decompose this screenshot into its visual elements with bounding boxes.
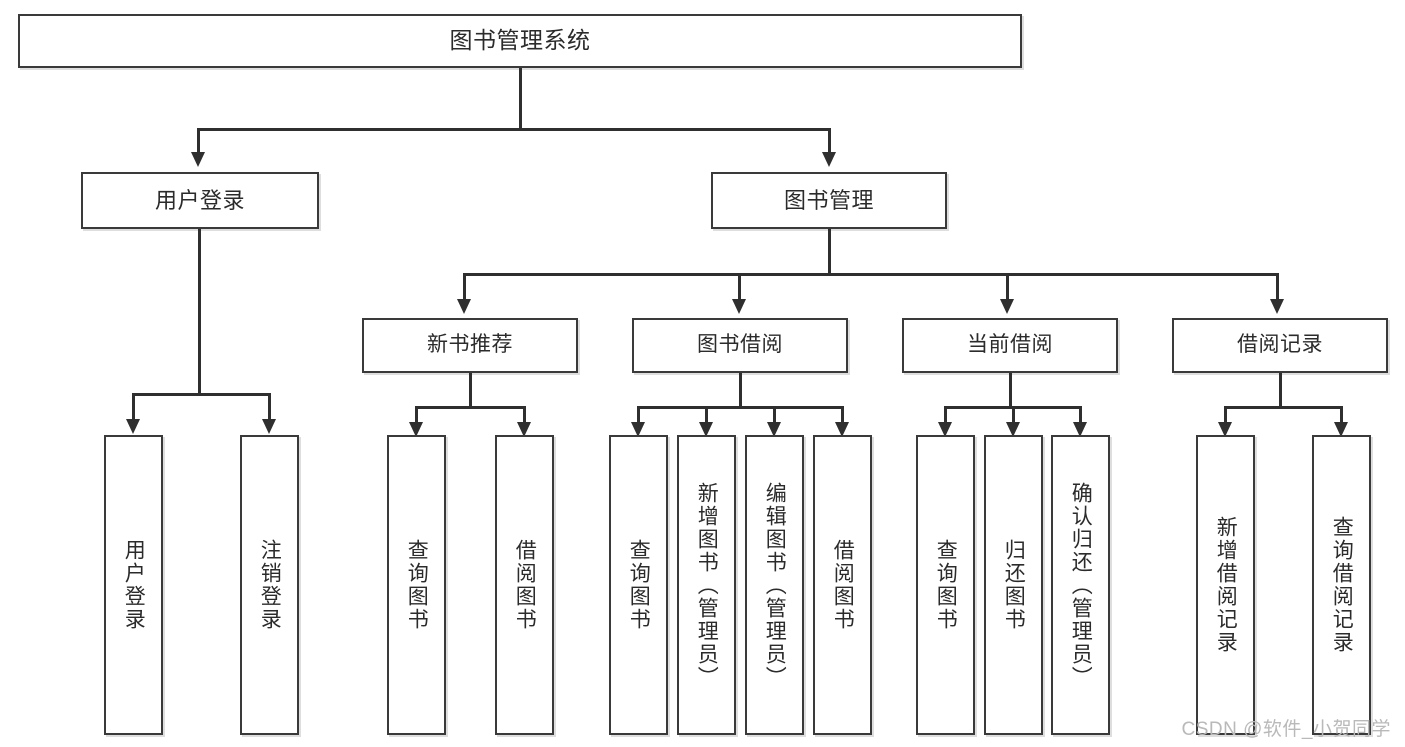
node-label: 借阅图书 [831,539,855,631]
arrow-to-leaf-add-record [1218,422,1232,437]
arrow-to-leaf-return-book [1006,422,1020,437]
node-current-borrow[interactable]: 当前借阅 [902,318,1118,373]
connector-to-borrow-record [1276,273,1279,301]
connector-book-borrow-drop-4 [841,406,844,424]
connector-new-book-drop-2 [523,406,526,424]
connector-user-login-bus [132,393,268,396]
node-label: 新书推荐 [427,333,513,357]
connector-current-borrow-drop-1 [944,406,947,424]
node-book-borrow[interactable]: 图书借阅 [632,318,848,373]
node-label: 图书管理 [783,187,874,213]
connector-root-stem [519,68,522,130]
connector-book-borrow-bus [637,406,842,409]
node-leaf-edit-book[interactable]: 编辑图书（管理员） [745,435,804,735]
node-label: 图书管理系统 [449,27,591,54]
node-label: 查询图书 [405,539,429,631]
arrow-to-leaf-query-book-2 [631,422,645,437]
node-label: 新增借阅记录 [1214,516,1238,654]
connector-new-book-stem [469,373,472,408]
node-leaf-query-book-1[interactable]: 查询图书 [387,435,446,735]
node-leaf-add-book[interactable]: 新增图书（管理员） [677,435,736,735]
connector-current-borrow-stem [1009,373,1012,408]
node-label: 图书借阅 [697,333,783,357]
node-label: 用户登录 [154,187,245,213]
connector-to-new-book-recommend [463,273,466,301]
connector-borrow-record-stem [1279,373,1282,408]
node-leaf-query-record[interactable]: 查询借阅记录 [1312,435,1371,735]
connector-root-to-book-management [828,128,831,154]
node-leaf-user-login[interactable]: 用户登录 [104,435,163,735]
node-leaf-query-book-2[interactable]: 查询图书 [609,435,668,735]
arrow-to-new-book-recommend [457,299,471,314]
node-leaf-borrow-book-2[interactable]: 借阅图书 [813,435,872,735]
arrow-to-leaf-query-book-1 [409,422,423,437]
arrow-to-borrow-record [1270,299,1284,314]
node-label: 确认归还（管理员） [1069,481,1093,689]
connector-user-login-stem [198,229,201,395]
node-borrow-record[interactable]: 借阅记录 [1172,318,1388,373]
arrow-to-leaf-borrow-book-1 [517,422,531,437]
node-label: 当前借阅 [967,333,1053,357]
connector-current-borrow-drop-3 [1079,406,1082,424]
node-label: 编辑图书（管理员） [763,481,787,689]
connector-to-current-borrow [1006,273,1009,301]
node-book-management[interactable]: 图书管理 [711,172,947,229]
node-user-login[interactable]: 用户登录 [81,172,319,229]
arrow-root-to-book-management [822,152,836,167]
connector-book-borrow-drop-2 [705,406,708,424]
arrow-root-to-user-login [191,152,205,167]
connector-book-borrow-stem [739,373,742,408]
node-label: 借阅图书 [513,539,537,631]
node-label: 新增图书（管理员） [695,481,719,689]
connector-user-login-drop-1 [132,393,135,421]
connector-current-borrow-drop-2 [1012,406,1015,424]
node-label: 用户登录 [122,539,146,631]
node-label: 归还图书 [1002,539,1026,631]
connector-root-to-user-login [197,128,200,154]
connector-root-bus [197,128,831,131]
node-new-book-recommend[interactable]: 新书推荐 [362,318,578,373]
arrow-to-current-borrow [1000,299,1014,314]
node-label: 借阅记录 [1237,333,1323,357]
connector-to-book-borrow [738,273,741,301]
connector-borrow-record-drop-2 [1340,406,1343,424]
node-leaf-confirm-return[interactable]: 确认归还（管理员） [1051,435,1110,735]
node-leaf-return-book[interactable]: 归还图书 [984,435,1043,735]
arrow-to-leaf-user-logout [262,419,276,434]
connector-new-book-drop-1 [415,406,418,424]
arrow-to-leaf-borrow-book-2 [835,422,849,437]
connector-book-borrow-drop-3 [773,406,776,424]
connector-user-login-drop-2 [268,393,271,421]
connector-book-management-stem [828,229,831,275]
connector-book-borrow-drop-1 [637,406,640,424]
arrow-to-leaf-confirm-return [1073,422,1087,437]
connector-level2-bus [463,273,1278,276]
connector-borrow-record-drop-1 [1224,406,1227,424]
arrow-to-leaf-add-book [699,422,713,437]
node-root-system[interactable]: 图书管理系统 [18,14,1022,68]
arrow-to-leaf-user-login [126,419,140,434]
arrow-to-leaf-query-record [1334,422,1348,437]
node-label: 查询图书 [934,539,958,631]
node-label: 查询借阅记录 [1330,516,1354,654]
connector-borrow-record-bus [1224,406,1342,409]
arrow-to-leaf-query-book-3 [938,422,952,437]
arrow-to-book-borrow [732,299,746,314]
arrow-to-leaf-edit-book [767,422,781,437]
node-leaf-user-logout[interactable]: 注销登录 [240,435,299,735]
node-leaf-add-record[interactable]: 新增借阅记录 [1196,435,1255,735]
node-label: 查询图书 [627,539,651,631]
connector-new-book-bus [415,406,525,409]
node-leaf-borrow-book-1[interactable]: 借阅图书 [495,435,554,735]
node-label: 注销登录 [258,539,282,631]
node-leaf-query-book-3[interactable]: 查询图书 [916,435,975,735]
